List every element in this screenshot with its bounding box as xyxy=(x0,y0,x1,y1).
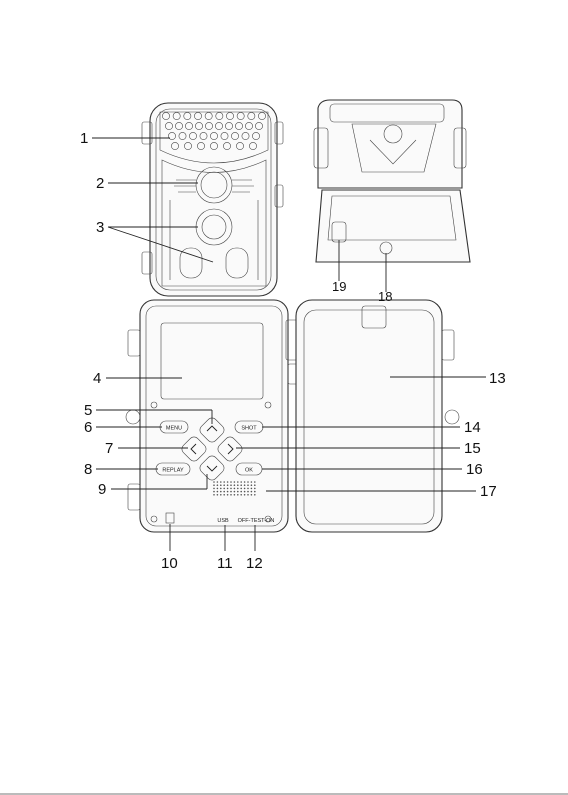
grill-hole xyxy=(240,494,242,496)
grill-hole xyxy=(240,488,242,490)
grill-hole xyxy=(247,484,249,486)
grill-hole xyxy=(251,481,253,483)
grill-hole xyxy=(237,488,239,490)
grill-hole xyxy=(251,488,253,490)
grill-hole xyxy=(227,484,229,486)
callout-12: 12 xyxy=(246,555,263,572)
callout-3: 3 xyxy=(96,219,104,236)
callout-1: 1 xyxy=(80,130,88,147)
callout-19: 19 xyxy=(332,279,346,294)
svg-text:REPLAY: REPLAY xyxy=(162,468,184,474)
callout-9: 9 xyxy=(98,481,106,498)
grill-hole xyxy=(244,488,246,490)
grill-hole xyxy=(223,494,225,496)
grill-hole xyxy=(230,491,232,493)
grill-hole xyxy=(237,494,239,496)
callout-2: 2 xyxy=(96,175,104,192)
grill-hole xyxy=(244,491,246,493)
svg-text:SHOT: SHOT xyxy=(241,426,257,432)
grill-hole xyxy=(217,488,219,490)
grill-hole xyxy=(251,491,253,493)
callout-8: 8 xyxy=(84,461,92,478)
grill-hole xyxy=(244,484,246,486)
grill-hole xyxy=(213,491,215,493)
grill-hole xyxy=(237,484,239,486)
callout-11: 11 xyxy=(217,555,233,572)
camera-front-view xyxy=(142,103,283,296)
grill-hole xyxy=(254,481,256,483)
grill-hole xyxy=(240,481,242,483)
callout-16: 16 xyxy=(466,461,483,478)
grill-hole xyxy=(234,488,236,490)
svg-text:OK: OK xyxy=(245,468,253,474)
grill-hole xyxy=(230,494,232,496)
grill-hole xyxy=(234,491,236,493)
grill-hole xyxy=(234,481,236,483)
usb-port-label: USB xyxy=(217,518,229,524)
grill-hole xyxy=(227,494,229,496)
grill-hole xyxy=(247,494,249,496)
grill-hole xyxy=(213,484,215,486)
grill-hole xyxy=(254,491,256,493)
grill-hole xyxy=(213,481,215,483)
callout-18: 18 xyxy=(378,289,392,304)
grill-hole xyxy=(220,488,222,490)
grill-hole xyxy=(217,481,219,483)
grill-hole xyxy=(230,488,232,490)
camera-back-view xyxy=(314,100,470,262)
grill-hole xyxy=(237,491,239,493)
svg-text:MENU: MENU xyxy=(166,426,182,432)
grill-hole xyxy=(234,494,236,496)
callout-14: 14 xyxy=(464,419,481,436)
grill-hole xyxy=(227,488,229,490)
grill-hole xyxy=(240,484,242,486)
grill-hole xyxy=(217,484,219,486)
grill-hole xyxy=(234,484,236,486)
grill-hole xyxy=(237,481,239,483)
grill-hole xyxy=(217,494,219,496)
grill-hole xyxy=(220,494,222,496)
camera-open-view xyxy=(126,300,459,532)
grill-hole xyxy=(244,494,246,496)
grill-hole xyxy=(223,481,225,483)
grill-hole xyxy=(251,494,253,496)
callout-15: 15 xyxy=(464,440,481,457)
grill-hole xyxy=(240,491,242,493)
grill-hole xyxy=(223,484,225,486)
grill-hole xyxy=(220,484,222,486)
grill-hole xyxy=(230,481,232,483)
callout-13: 13 xyxy=(489,370,506,387)
grill-hole xyxy=(213,494,215,496)
grill-hole xyxy=(223,488,225,490)
callout-17: 17 xyxy=(480,483,497,500)
grill-hole xyxy=(217,491,219,493)
grill-hole xyxy=(247,488,249,490)
grill-hole xyxy=(247,481,249,483)
callout-5: 5 xyxy=(84,402,92,419)
grill-hole xyxy=(213,488,215,490)
mode-switch-label[interactable]: OFF-TEST-ON xyxy=(238,518,275,524)
grill-hole xyxy=(220,491,222,493)
grill-hole xyxy=(227,481,229,483)
callout-10: 10 xyxy=(161,555,178,572)
grill-hole xyxy=(220,481,222,483)
grill-hole xyxy=(244,481,246,483)
grill-hole xyxy=(254,488,256,490)
grill-hole xyxy=(247,491,249,493)
grill-hole xyxy=(230,484,232,486)
callout-6: 6 xyxy=(84,419,92,436)
grill-hole xyxy=(227,491,229,493)
callout-7: 7 xyxy=(105,440,113,457)
grill-hole xyxy=(223,491,225,493)
callout-4: 4 xyxy=(93,370,101,387)
grill-hole xyxy=(254,494,256,496)
grill-hole xyxy=(254,484,256,486)
grill-hole xyxy=(251,484,253,486)
